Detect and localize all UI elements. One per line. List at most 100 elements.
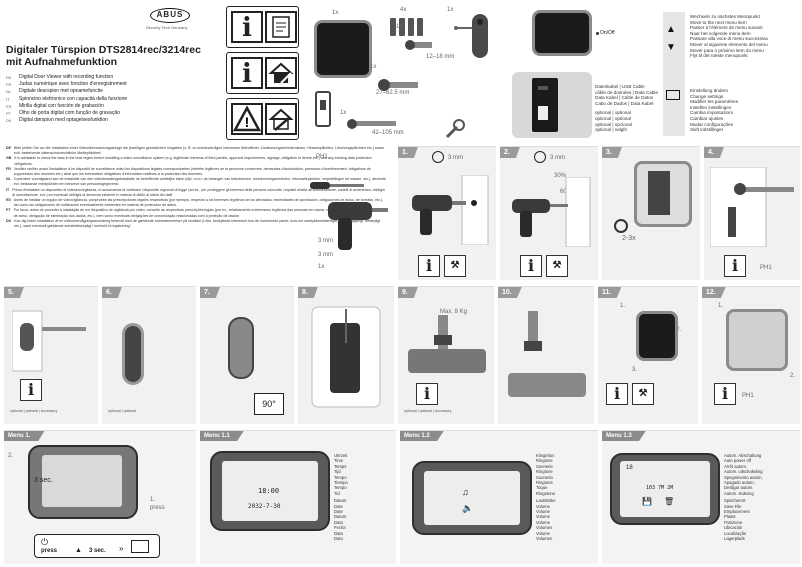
power-icon[interactable]: ⏻ <box>41 537 49 547</box>
menu-item: Fecha <box>334 525 346 531</box>
angle-badge: 90° <box>254 393 284 415</box>
flag-code: DK <box>6 118 12 124</box>
tools-panel: PH1 3 mm 3 mm 1x <box>304 148 394 278</box>
tool-label: PH1 <box>316 154 328 160</box>
step-label: Max. 8 Kg <box>440 309 468 315</box>
monitor-device <box>314 20 372 78</box>
info-code: DK <box>6 218 12 223</box>
info-code: DE <box>6 146 11 150</box>
dimension-label: 12–18 mm <box>426 54 455 60</box>
confirm-item: Mudar configurações <box>690 121 733 127</box>
step-number: 6. <box>102 287 122 298</box>
info-icon: i <box>20 379 42 401</box>
monitor-lcd: 18 103 7M 2M 💾 🗑 <box>620 461 710 517</box>
house-tool-icon <box>265 103 297 135</box>
nav-list: Wechseln zu nächstes Menüpunkt Move to t… <box>690 14 798 59</box>
menu-card-1-2: Menu 1.2 ♫ 🔈 Klingelton Ringtone Sonneri… <box>400 430 598 564</box>
menu-items: Klingelton Ringtone Sonnerie Ringtone Su… <box>536 453 596 542</box>
menu-item: Volume <box>536 514 550 520</box>
step-card-11: 11. 1. 2. 3. i ⚒ <box>598 286 698 424</box>
nav-item: Mover para o próximo item do menu <box>690 47 764 53</box>
tool-label: 3 mm <box>318 252 333 258</box>
monitor-attach-illustration <box>636 311 678 361</box>
step-label: 2. <box>676 327 682 333</box>
menu-button-icon <box>131 540 149 553</box>
menu-item: Volume <box>536 503 550 509</box>
screw-in-illustration <box>709 166 796 252</box>
count-label: 1x <box>370 64 377 70</box>
drill-bit-icon <box>432 151 444 163</box>
info-code: FR <box>6 166 11 171</box>
menu-item: Volume <box>536 519 550 525</box>
info-code: NL <box>6 177 11 182</box>
screw-sleeve <box>404 30 444 65</box>
dimension-label: 27–62.5 mm <box>376 90 410 96</box>
step-number: 7. <box>200 287 220 298</box>
info-text: Por favor, antes de proceder à instalaçã… <box>13 208 382 218</box>
menu-item: Volumen <box>536 525 553 531</box>
power-button-icon[interactable] <box>596 32 599 35</box>
nav-item: Flyt til det næste menupunkt <box>690 53 748 59</box>
warning-icon: ! <box>231 103 263 135</box>
step-number: 4. <box>704 147 724 158</box>
sd-slot-icon[interactable] <box>538 106 548 120</box>
batteries <box>390 16 424 43</box>
menu-card-1-3: Menu 1.3 18 103 7M 2M 💾 🗑 Autom. Abschal… <box>602 430 800 564</box>
flag-code: IT <box>6 96 10 102</box>
brand-logo: ABUS <box>150 8 190 23</box>
menu-button-icon[interactable] <box>666 90 680 100</box>
storage-label: optional | valgfri <box>595 127 628 133</box>
menu-item: Save File <box>724 503 742 509</box>
manual-title: Digitaler Türspion DTS2814rec/3214rec mi… <box>6 44 201 68</box>
down-arrow-icon[interactable]: ▼ <box>666 42 676 53</box>
menu-item: Uhrzeit <box>334 453 348 458</box>
info-icon: i <box>231 57 263 89</box>
menu-step-label: 2. <box>8 453 14 459</box>
menu-step-label: 1. <box>150 497 156 503</box>
bracket-place-illustration <box>508 311 588 416</box>
menu-item: Tiempo <box>334 480 348 486</box>
screwdriver-hint-icon: ⚒ <box>632 383 654 405</box>
up-arrow-icon[interactable]: ▲ <box>666 24 676 35</box>
menu-item: Plaats <box>724 514 736 520</box>
date-display: 2032-7-30 <box>248 503 281 510</box>
step-number: 2. <box>500 147 520 158</box>
menu-item: Dato <box>334 536 343 542</box>
info-text: Veuillez vérifier avant l'installation d… <box>13 166 371 177</box>
menu-item: Localização <box>724 530 747 536</box>
wrench-icon <box>444 118 466 145</box>
step-number: 1. <box>398 147 418 158</box>
step-label: 3 mm <box>550 155 565 161</box>
menu-item: Time <box>334 458 344 464</box>
menu-item: Desligar autom. <box>724 485 754 491</box>
info-code: GB <box>6 156 12 161</box>
step-card-5: 5. i optional | optional | Accessory <box>4 286 98 424</box>
nav-item: Naar het volgende menu-item <box>690 30 751 36</box>
storage-label: câble de données | Data Cable <box>595 89 658 95</box>
usb-port-icon[interactable] <box>538 86 548 90</box>
info-icon: i <box>606 383 628 405</box>
bracket-illustration <box>408 315 488 384</box>
confirm-item: Instellen instellingen <box>690 104 732 110</box>
nav-item: Move to the next menu item <box>690 19 747 25</box>
storage-label: optional | optional <box>595 115 631 121</box>
onoff-label: On/Off <box>600 30 615 36</box>
menu-item: Klingelton <box>536 453 555 458</box>
speaker-icon: 🔈 <box>462 503 474 513</box>
menu-item: Spegnimento autom. <box>724 474 763 480</box>
up-arrow-icon: ▲ <box>75 547 82 554</box>
menu-item: Tempo <box>334 474 347 480</box>
count-label: 1x <box>447 7 454 13</box>
drill-bit-icon <box>534 151 546 163</box>
nav-item: Passer à l'élément de menu suivant <box>690 25 763 31</box>
menu-item: Ringtone <box>536 469 553 475</box>
camera-rotate-illustration <box>228 317 254 379</box>
menu-item: Volume <box>536 530 550 536</box>
step-number: 10. <box>498 287 522 298</box>
